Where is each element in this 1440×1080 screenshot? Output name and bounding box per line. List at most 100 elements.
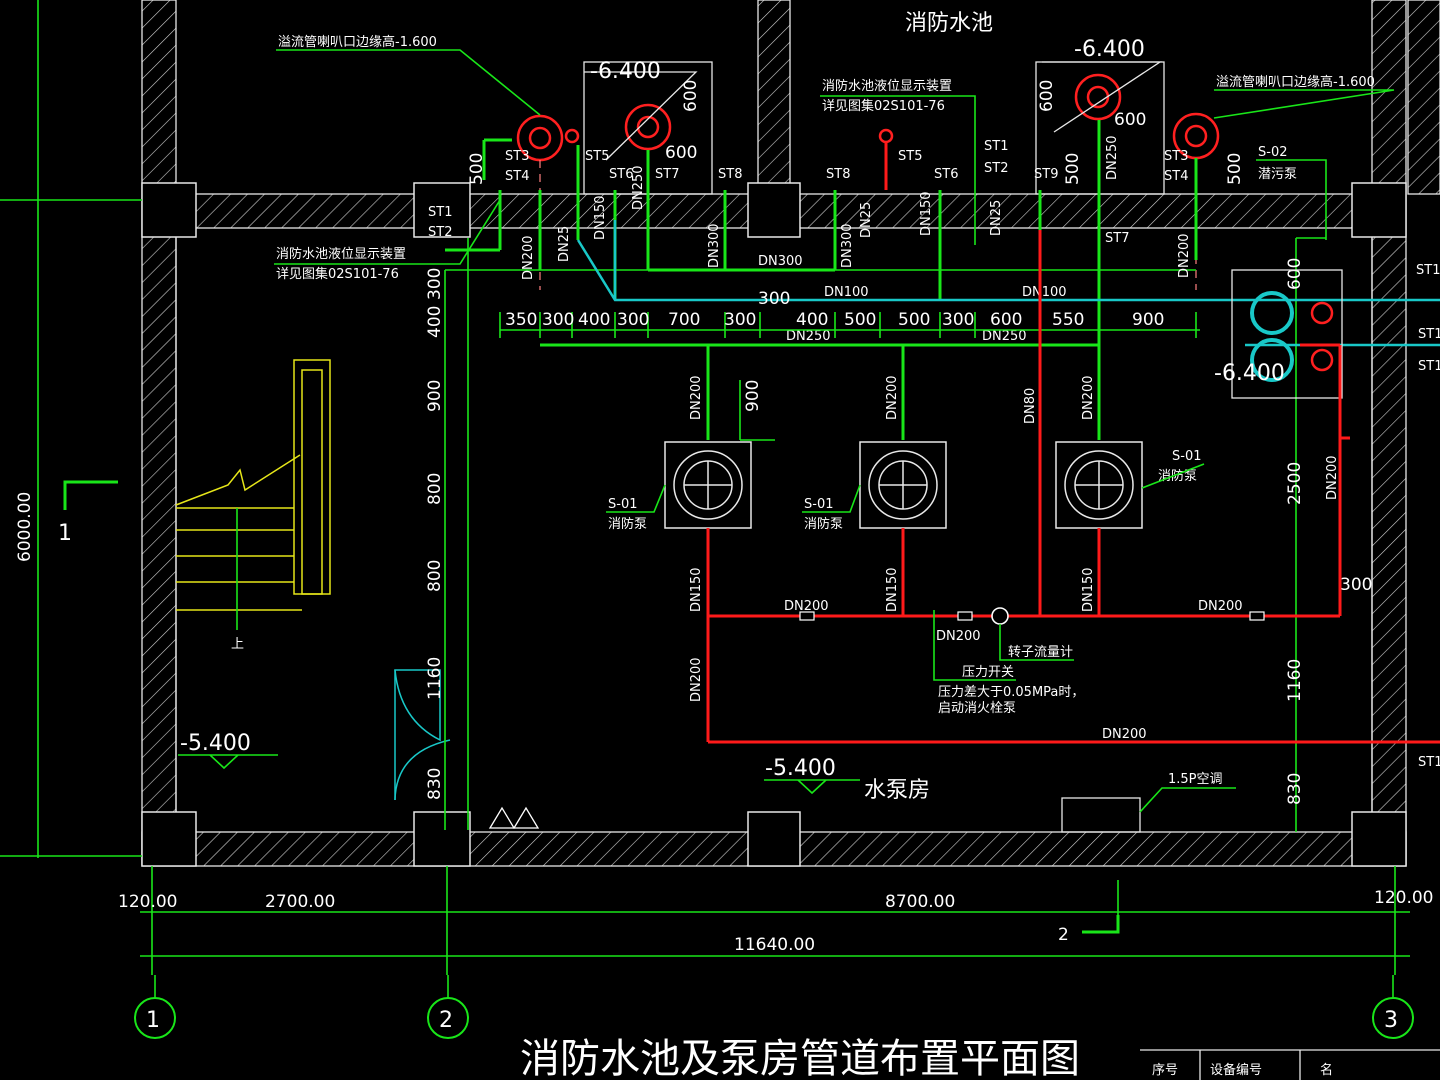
level-display-ref-2: 详见图集02S101-76 bbox=[276, 266, 399, 282]
svg-text:DN80: DN80 bbox=[1023, 388, 1038, 424]
svg-text:ST10: ST10 bbox=[1416, 263, 1440, 278]
svg-text:DN200: DN200 bbox=[784, 599, 829, 614]
svg-text:600: 600 bbox=[990, 310, 1022, 330]
ac-unit: 1.5P空调 bbox=[1061, 772, 1236, 833]
pump-3 bbox=[1055, 441, 1143, 529]
section-2-label: 2 bbox=[1058, 925, 1069, 945]
green-pipes bbox=[444, 120, 1326, 832]
pool-boxes: -6.400 -6.400 600 600 600 600 500 500 50… bbox=[467, 37, 1245, 195]
svg-text:600: 600 bbox=[1285, 258, 1305, 290]
st-tags: ST3 ST4 ST5 ST6 ST7 ST8 ST8 ST5 ST6 ST1 … bbox=[428, 139, 1440, 770]
svg-text:ST4: ST4 bbox=[1164, 169, 1188, 184]
svg-text:消防泵: 消防泵 bbox=[1158, 468, 1197, 484]
dim-2700: 2700.00 bbox=[265, 892, 335, 912]
svg-text:ST1: ST1 bbox=[984, 139, 1008, 154]
svg-text:转子流量计: 转子流量计 bbox=[1008, 645, 1073, 660]
svg-text:800: 800 bbox=[425, 560, 445, 592]
walls bbox=[141, 0, 1440, 867]
level-display-note-1: 消防水池液位显示装置 bbox=[822, 78, 952, 94]
red-pipes bbox=[706, 230, 1440, 744]
svg-text:400: 400 bbox=[425, 306, 445, 338]
svg-text:DN150: DN150 bbox=[885, 567, 900, 612]
table-seq: 序号 bbox=[1152, 1063, 1178, 1078]
dim-v-600-a: 600 bbox=[681, 80, 701, 112]
overflow-note-right: 溢流管喇叭口边缘高-1.600 bbox=[1216, 74, 1375, 90]
pressure-note-1: 压力差大于0.05MPa时， bbox=[938, 685, 1084, 700]
level-floor-mid: -5.400 bbox=[765, 756, 836, 781]
dim-left: 6000.00 1 bbox=[0, 0, 142, 858]
pressure-note-2: 启动消火栓泵 bbox=[938, 701, 1016, 716]
pipe-labels: DN200 DN25 DN150 DN250 DN300 DN300 DN25 … bbox=[521, 135, 1340, 742]
svg-text:DN200: DN200 bbox=[1325, 455, 1340, 500]
svg-text:ST1: ST1 bbox=[1418, 755, 1440, 770]
svg-text:830: 830 bbox=[425, 768, 445, 800]
pump-room-notes: 转子流量计 压力开关 压力差大于0.05MPa时， 启动消火栓泵 bbox=[933, 610, 1084, 716]
dim-120-left: 120.00 bbox=[118, 892, 177, 912]
wall-pool-divider bbox=[757, 0, 791, 195]
svg-text:DN200: DN200 bbox=[1081, 375, 1096, 420]
dim-v-500-b: 500 bbox=[1063, 153, 1083, 185]
svg-text:DN25: DN25 bbox=[557, 226, 572, 262]
svg-text:ST3: ST3 bbox=[505, 149, 529, 164]
svg-text:ST6: ST6 bbox=[934, 167, 958, 182]
level-pump-right: -6.400 bbox=[1214, 361, 1285, 386]
top-notes: 溢流管喇叭口边缘高-1.600 溢流管喇叭口边缘高-1.600 消防水池液位显示… bbox=[274, 34, 1395, 282]
svg-text:900: 900 bbox=[1132, 310, 1164, 330]
svg-text:消防泵: 消防泵 bbox=[608, 516, 647, 532]
drawing-title: 消防水池及泵房管道布置平面图 bbox=[520, 1036, 1080, 1080]
svg-text:DN250: DN250 bbox=[631, 165, 646, 210]
table-fragment: 序号 设备编号 名 bbox=[1140, 1049, 1440, 1080]
svg-text:1.5P空调: 1.5P空调 bbox=[1168, 772, 1223, 787]
svg-text:DN200: DN200 bbox=[936, 629, 981, 644]
svg-text:S-01: S-01 bbox=[804, 497, 834, 512]
svg-text:900: 900 bbox=[743, 380, 763, 412]
dim-11640: 11640.00 bbox=[734, 935, 815, 955]
dim-6000: 6000.00 bbox=[15, 492, 35, 562]
pumps: S-01 消防泵 S-01 消防泵 S-01 消防泵 bbox=[606, 441, 1205, 532]
svg-text:350: 350 bbox=[505, 310, 537, 330]
axis-bubbles: 1 2 3 bbox=[134, 975, 1414, 1039]
axis-1: 1 bbox=[146, 1008, 160, 1033]
table-name: 名 bbox=[1320, 1062, 1333, 1078]
dim-right-inner: 2500 1160 830 300 600 bbox=[1285, 258, 1372, 805]
svg-text:ST5: ST5 bbox=[898, 149, 922, 164]
suctions bbox=[516, 73, 1220, 290]
svg-text:DN25: DN25 bbox=[859, 202, 874, 238]
svg-text:ST1: ST1 bbox=[1418, 327, 1440, 342]
svg-text:DN300: DN300 bbox=[758, 254, 803, 269]
svg-text:ST1: ST1 bbox=[428, 205, 452, 220]
svg-text:DN150: DN150 bbox=[593, 195, 608, 240]
dim-v-500-a: 500 bbox=[467, 153, 487, 185]
svg-text:DN200: DN200 bbox=[689, 657, 704, 702]
svg-text:500: 500 bbox=[844, 310, 876, 330]
columns bbox=[141, 182, 1407, 867]
level-pool-right: -6.400 bbox=[1074, 37, 1145, 62]
drain-symbols bbox=[488, 806, 540, 829]
level-display-note-2: 消防水池液位显示装置 bbox=[276, 246, 406, 262]
svg-text:300: 300 bbox=[1340, 575, 1372, 595]
svg-text:ST3: ST3 bbox=[1164, 149, 1188, 164]
svg-text:500: 500 bbox=[898, 310, 930, 330]
svg-text:1160: 1160 bbox=[425, 657, 445, 700]
room-pump: 水泵房 bbox=[864, 778, 930, 803]
svg-text:400: 400 bbox=[578, 310, 610, 330]
svg-text:DN100: DN100 bbox=[824, 285, 869, 300]
svg-text:DN200: DN200 bbox=[521, 235, 536, 280]
level-floor-left: -5.400 bbox=[180, 731, 251, 756]
svg-text:S-01: S-01 bbox=[608, 497, 638, 512]
svg-text:ST7: ST7 bbox=[655, 167, 679, 182]
svg-text:800: 800 bbox=[425, 473, 445, 505]
svg-text:DN200: DN200 bbox=[1102, 727, 1147, 742]
dim-600-b: 600 bbox=[1114, 110, 1146, 130]
svg-text:DN100: DN100 bbox=[1022, 285, 1067, 300]
svg-text:ST4: ST4 bbox=[505, 169, 529, 184]
svg-text:ST7: ST7 bbox=[1105, 231, 1129, 246]
svg-text:ST6: ST6 bbox=[609, 167, 633, 182]
svg-text:DN300: DN300 bbox=[707, 223, 722, 268]
level-pool-left: -6.400 bbox=[590, 59, 661, 84]
svg-text:700: 700 bbox=[668, 310, 700, 330]
svg-text:300: 300 bbox=[617, 310, 649, 330]
svg-text:ST2: ST2 bbox=[428, 225, 452, 240]
svg-text:900: 900 bbox=[425, 380, 445, 412]
